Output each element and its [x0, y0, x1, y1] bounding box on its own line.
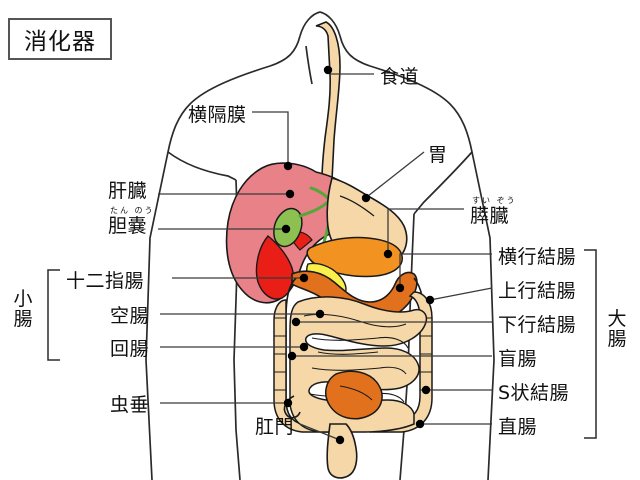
label-duodenum: 十二指腸 — [66, 270, 145, 292]
marker-dots — [281, 65, 435, 445]
dot-sigmoid-colon — [421, 385, 431, 395]
dot-transverse-colon — [395, 283, 405, 293]
leader-lines — [158, 73, 493, 441]
dot-diaphragm — [283, 161, 293, 171]
rectum-anus-organ — [326, 423, 358, 479]
label-diaphragm: 横隔膜 — [188, 104, 247, 126]
label-transverse-colon: 横行結腸 — [498, 246, 577, 268]
esophagus-organ — [315, 21, 341, 181]
label-gallbladder: 胆嚢 — [108, 215, 148, 237]
dot-duodenum — [299, 273, 309, 283]
label-esophagus: 食道 — [380, 66, 420, 88]
dot-ascending-colon — [425, 295, 435, 305]
dot-jejunum — [315, 309, 325, 319]
furigana-gallbladder: たん のう — [110, 206, 155, 215]
group-bracket-large-intestine — [584, 249, 597, 439]
label-appendix: 虫垂 — [110, 394, 150, 416]
label-jejunum: 空腸 — [110, 305, 150, 327]
dot-ileum — [299, 342, 309, 352]
small-intestine-organ — [289, 296, 428, 433]
dot-stomach — [361, 193, 371, 203]
label-pancreas: 膵臓 — [470, 205, 510, 227]
cecum-organ — [324, 370, 383, 420]
dot-esophagus — [323, 65, 333, 75]
dot-anus — [335, 435, 345, 445]
label-rectum: 直腸 — [498, 416, 538, 438]
group-label-large-intestine: 大腸 — [607, 308, 627, 350]
dot-liver — [285, 189, 295, 199]
furigana-pancreas: すい ぞう — [472, 196, 517, 205]
label-liver: 肝臓 — [108, 180, 148, 202]
dot-gallbladder — [281, 224, 291, 234]
dot-descending-colon — [291, 317, 301, 327]
label-ileum: 回腸 — [110, 338, 150, 360]
group-bracket-small-intestine — [47, 269, 60, 361]
label-descending-colon: 下行結腸 — [498, 314, 577, 336]
title-box: 消化器 — [8, 18, 112, 60]
dot-rectum — [415, 419, 425, 429]
dot-appendix — [283, 398, 293, 408]
group-label-small-intestine: 小腸 — [13, 288, 33, 330]
page-title: 消化器 — [24, 29, 96, 55]
dot-pancreas — [383, 249, 393, 259]
label-ascending-colon: 上行結腸 — [498, 280, 577, 302]
label-stomach: 胃 — [428, 144, 448, 166]
label-cecum: 盲腸 — [498, 348, 538, 370]
label-anus: 肛門 — [255, 416, 295, 438]
dot-cecum — [287, 351, 297, 361]
label-sigmoid-colon: S状結腸 — [498, 382, 570, 404]
